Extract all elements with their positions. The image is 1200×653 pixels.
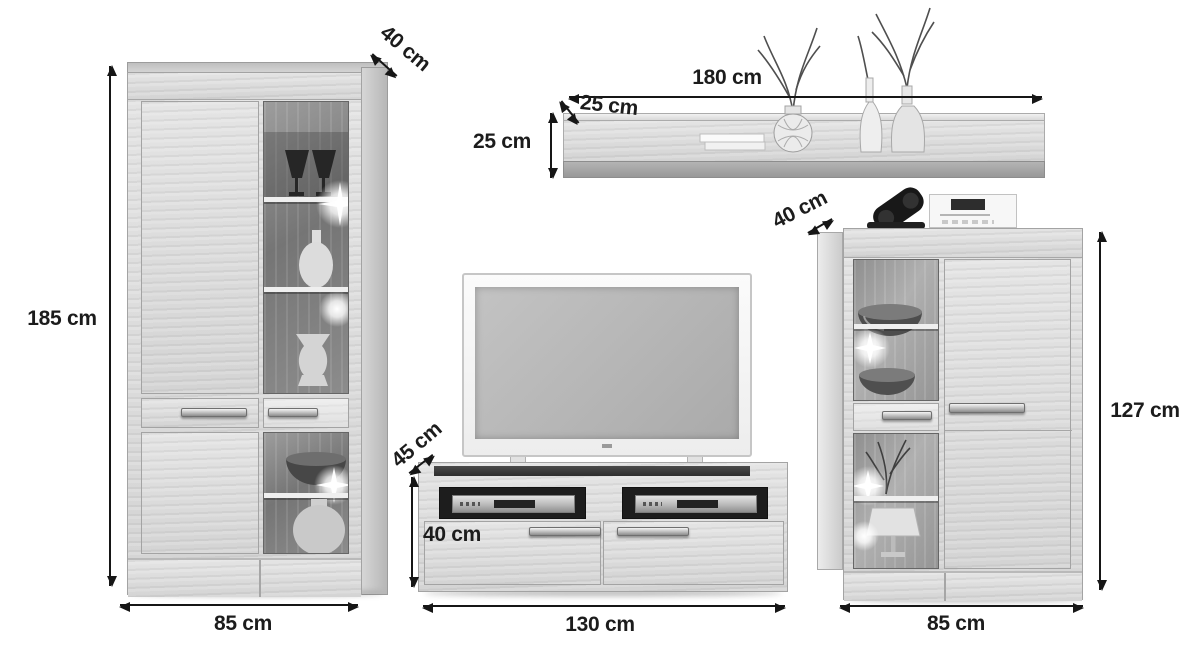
glass-shelf — [264, 287, 348, 292]
tall-cabinet-height-arrow — [107, 65, 117, 587]
tv-lowboard-height-arrow — [409, 476, 419, 588]
tall-cabinet-right-drawer — [263, 398, 349, 428]
branches-illustration — [757, 7, 935, 113]
tall-cabinet-upper-vitrine — [263, 101, 349, 394]
tall-cabinet-lower-door — [141, 432, 259, 554]
wall-shelf-height-label: 25 cm — [472, 130, 532, 153]
tall-cabinet-lower-vitrine-contents — [264, 452, 348, 553]
highboard-height-arrow — [1097, 231, 1107, 591]
telephone-illustration — [867, 187, 925, 230]
tall-cabinet-cornice — [128, 73, 361, 100]
drawer-handle — [181, 408, 247, 417]
highboard-cornice — [844, 229, 1082, 258]
tv-lowboard-width-arrow — [422, 603, 786, 613]
tall-cabinet-front — [127, 72, 362, 597]
wall-shelf-height-arrow — [548, 112, 558, 179]
bottle-vase-illustration — [859, 77, 883, 153]
highboard-lower-vitrine-contents — [854, 439, 938, 557]
tv-lowboard-open-compartment — [622, 487, 768, 519]
tall-cabinet-width-label: 85 cm — [213, 612, 273, 635]
highboard-width-arrow — [839, 603, 1084, 613]
metal-bowl-illustration — [859, 368, 915, 395]
tv-frame — [462, 273, 752, 457]
tall-cabinet-left-drawer — [141, 398, 259, 428]
tall-cabinet-upper-vitrine-contents — [264, 132, 348, 386]
tall-cabinet — [127, 62, 392, 597]
tv-screen — [475, 287, 739, 439]
led-glow — [854, 521, 879, 551]
round-vase-illustration — [773, 105, 813, 153]
stereo-illustration — [929, 194, 1017, 228]
wall-shelf-decor — [699, 7, 935, 153]
tall-cabinet-upper-door — [141, 101, 259, 394]
highboard-upper-vitrine-contents — [854, 304, 938, 395]
tall-cabinet-plinth — [128, 558, 361, 597]
glass-shelf — [854, 324, 938, 329]
led-glow — [319, 291, 348, 327]
dvd-player-illustration — [452, 495, 575, 513]
drawer-handle — [268, 408, 318, 417]
wall-shelf — [558, 0, 1050, 185]
drawer-handle — [882, 411, 932, 420]
dvd-player-illustration — [635, 495, 757, 513]
tv-lowboard-shadow — [424, 590, 782, 596]
carafe-vase-illustration — [891, 85, 925, 153]
drawer-handle — [529, 527, 601, 536]
highboard-door — [944, 259, 1072, 569]
tv-lowboard-body — [418, 462, 788, 592]
highboard-plinth — [844, 571, 1082, 601]
tv-lowboard-right-drawer — [603, 521, 784, 585]
tall-cabinet-side-panel — [361, 67, 388, 595]
tall-cabinet-height-label: 185 cm — [27, 307, 97, 330]
books-illustration — [699, 133, 766, 151]
highboard-lower-vitrine — [853, 433, 939, 569]
door-handle — [949, 403, 1025, 413]
wall-shelf-width-arrow — [568, 94, 1043, 104]
wine-glasses-illustration — [285, 150, 336, 196]
highboard — [815, 180, 1093, 605]
highboard-front — [843, 228, 1083, 601]
highboard-upper-vitrine — [853, 259, 939, 401]
wall-shelf-width-label: 180 cm — [692, 66, 762, 89]
glass-shelf — [264, 493, 348, 498]
wall-shelf-bottom-rail — [563, 161, 1045, 178]
highboard-side-panel — [817, 232, 843, 570]
glass-shelf — [854, 496, 938, 501]
tv-lowboard-open-compartment — [439, 487, 586, 519]
tv-lowboard-height-label: 40 cm — [422, 523, 482, 546]
tv — [462, 273, 752, 480]
vase-illustration — [299, 230, 333, 288]
round-vase-illustration — [293, 499, 345, 553]
highboard-width-label: 85 cm — [926, 612, 986, 635]
glass-shelf — [264, 197, 348, 202]
tv-lowboard — [418, 462, 788, 598]
tv-lowboard-width-label: 130 cm — [565, 613, 635, 636]
urn-vase-illustration — [296, 334, 330, 386]
drawer-handle — [617, 527, 689, 536]
tall-cabinet-lower-vitrine — [263, 432, 349, 554]
highboard-height-label: 127 cm — [1110, 399, 1180, 422]
tv-lowboard-left-drawer — [424, 521, 601, 585]
highboard-drawer — [853, 403, 939, 431]
tv-logo — [602, 444, 612, 448]
tall-cabinet-width-arrow — [119, 602, 359, 612]
tv-lowboard-top-recess — [434, 466, 750, 476]
